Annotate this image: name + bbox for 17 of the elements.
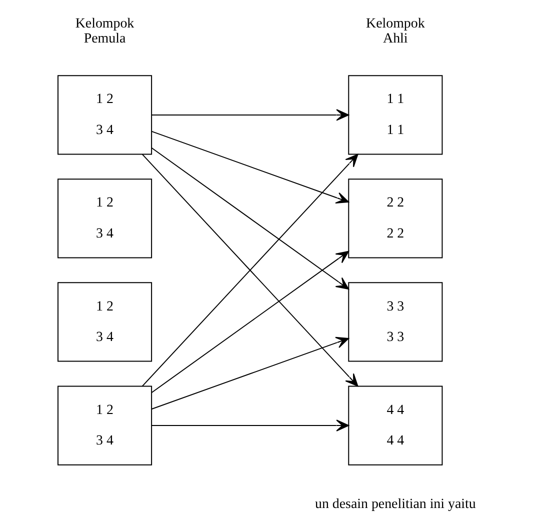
arrow <box>150 130 349 204</box>
arrow <box>150 250 349 393</box>
node-box: 1 1 1 1 <box>348 75 442 155</box>
node-box: 4 4 4 4 <box>348 386 442 466</box>
arrow <box>150 109 349 121</box>
label: un desain penelitian ini yaitu <box>314 496 476 512</box>
node-box: 3 3 3 3 <box>348 282 442 362</box>
arrow <box>150 147 349 290</box>
label: Kelompok Pemula <box>74 16 134 46</box>
node-box: 1 2 3 4 <box>56 282 152 362</box>
arrow <box>150 420 349 432</box>
node-box: 2 2 2 2 <box>348 178 442 258</box>
arrow <box>150 336 349 410</box>
label: Kelompok Ahli <box>366 16 424 46</box>
node-box: 1 2 3 4 <box>56 75 152 155</box>
node-box: 1 2 3 4 <box>56 178 152 258</box>
node-box: 1 2 3 4 <box>56 386 152 466</box>
